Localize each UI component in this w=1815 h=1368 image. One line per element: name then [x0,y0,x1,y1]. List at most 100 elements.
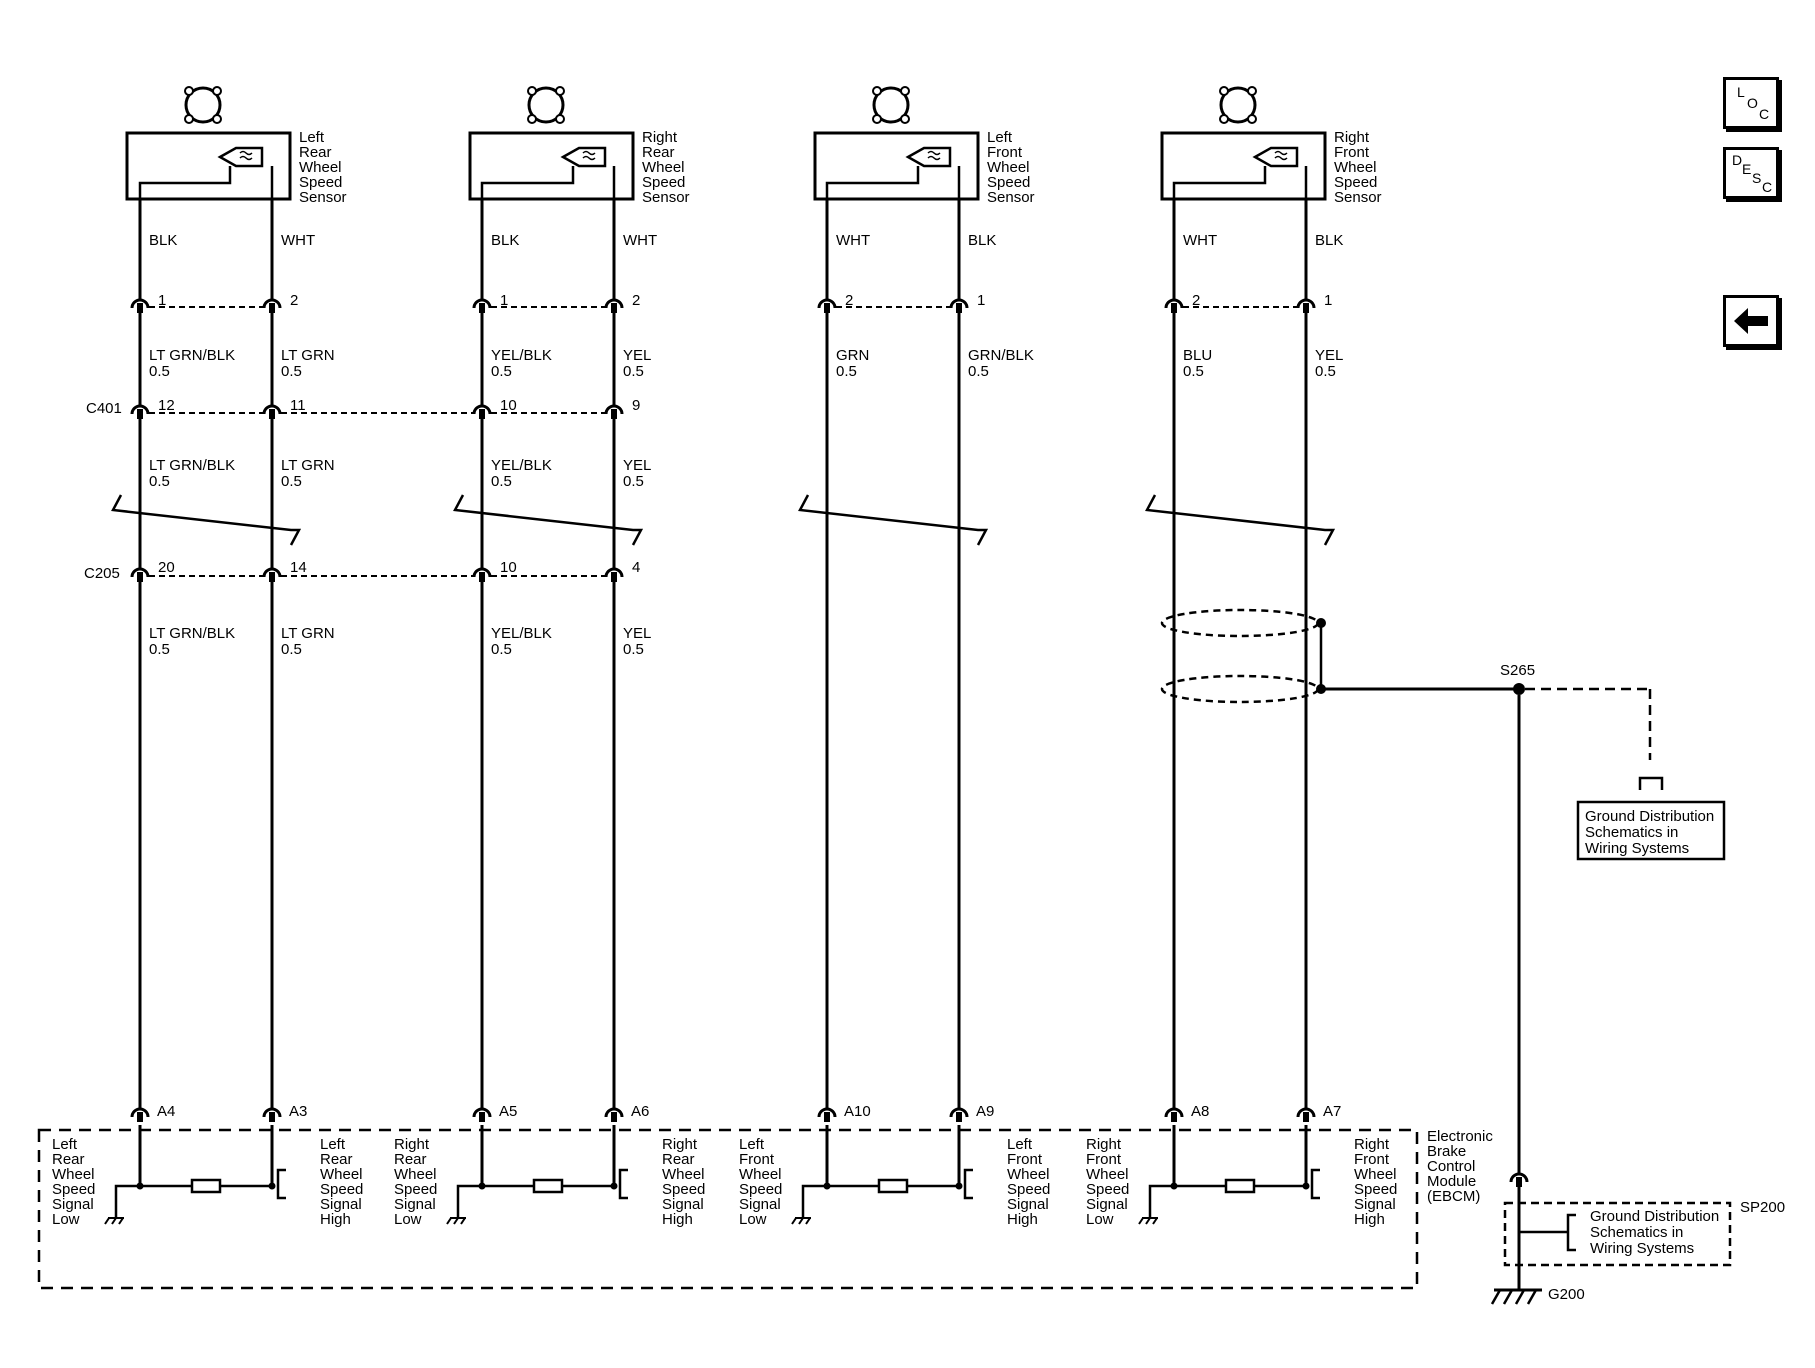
chassis-ground-icon [104,1217,124,1225]
connector-terminal [472,1107,492,1118]
wire-color: GRN [836,347,869,364]
wire-color: YEL [623,625,651,642]
connector-pin [269,572,275,582]
sensor-name: Rear [299,144,332,161]
chassis-ground-icon [446,1217,466,1225]
wire-color: BLU [1183,347,1212,364]
connector-terminal [1164,1107,1184,1118]
signal-high-label: Speed [320,1181,363,1198]
sensor-wheel-icon [872,86,910,124]
connector-terminal [472,567,492,578]
connector-terminal [472,404,492,415]
wire-break-symbol [798,494,989,546]
chassis-ground-icon [1138,1217,1158,1225]
wire-color: LT GRN [281,625,335,642]
wire-break-symbol [111,494,302,546]
wire-color: LT GRN [281,347,335,364]
signal-high-label: Speed [1354,1181,1397,1198]
connector-terminal [1509,1172,1529,1183]
signal-low-label: Left [52,1136,78,1153]
ebcm-name: Module [1427,1173,1476,1190]
node-dot [955,1182,963,1190]
desc-letter-e: E [1742,161,1752,177]
sensor-element [560,146,607,168]
wire-size: 0.5 [491,641,512,658]
connector-terminal [1164,298,1184,309]
signal-high-label: Signal [1354,1196,1396,1213]
ebcm-name: Brake [1427,1143,1466,1160]
loc-letter-o: O [1747,95,1758,111]
signal-high-label: Left [320,1136,346,1153]
connector-terminal [604,404,624,415]
connector-terminal [130,1107,150,1118]
signal-high-label: Signal [662,1196,704,1213]
sensor-name: Left [299,129,325,146]
signal-low-label: Speed [52,1181,95,1198]
shield-ellipse [1160,674,1320,704]
connector-pin [1303,1112,1309,1122]
sensor-name: Sensor [299,189,347,206]
wire-color: WHT [836,232,870,249]
wire-color: BLK [491,232,519,249]
wire-size: 0.5 [149,363,170,380]
pin-number: 12 [158,397,175,414]
sp200-text: Schematics in [1590,1224,1683,1241]
wire-color: LT GRN/BLK [149,347,235,364]
sensor-wheel-stud [1247,114,1257,124]
sensor-name: Sensor [987,189,1035,206]
connector-terminal [1296,298,1316,309]
sensor-wheel-stud [900,114,910,124]
wire-size: 0.5 [836,363,857,380]
wire-color: WHT [281,232,315,249]
sensor-name: Speed [987,174,1030,191]
wire-color: YEL/BLK [491,457,552,474]
pin-number: 1 [977,292,985,309]
loc-letter-c: C [1759,106,1770,122]
sensor-wheel-stud [872,114,882,124]
loc-button[interactable]: L O C [1723,77,1779,129]
signal-low-label: Signal [739,1196,781,1213]
pin-number: 4 [632,559,640,576]
sensor-wheel-stud [212,86,222,96]
connector-terminal [262,1107,282,1118]
pin-number: 1 [158,292,166,309]
sensor-name: Sensor [1334,189,1382,206]
connector-pin [824,1112,830,1122]
connector-pin [479,1112,485,1122]
sp200-bracket [1566,1213,1576,1252]
connector-terminal [604,1107,624,1118]
sensor-element [1252,146,1299,168]
resistor-icon [532,1178,564,1194]
connector-terminal [130,567,150,578]
signal-low-label: Signal [394,1196,436,1213]
wire-color: LT GRN/BLK [149,457,235,474]
wire-break-symbol [1145,494,1336,546]
wire-size: 0.5 [281,473,302,490]
signal-high-label: Wheel [320,1166,363,1183]
wire-size: 0.5 [281,363,302,380]
desc-letter-d: D [1732,152,1743,168]
sensor-name: Speed [299,174,342,191]
shield-ellipse [1160,608,1320,638]
pin-number: 2 [632,292,640,309]
wire-size: 0.5 [281,641,302,658]
pin-number: 2 [845,292,853,309]
back-button[interactable] [1723,295,1779,347]
ebcm-pin-label: A7 [1323,1103,1341,1120]
desc-button[interactable]: D E S C [1723,147,1779,199]
ebcm-name: Electronic [1427,1128,1493,1145]
splice-label: S265 [1500,662,1535,679]
desc-letter-s: S [1752,170,1762,186]
ebcm-box [37,1128,1419,1290]
signal-high-label: Front [1354,1151,1390,1168]
sp200-label: SP200 [1740,1199,1785,1216]
signal-high-label: Speed [1007,1181,1050,1198]
connector-terminal [604,298,624,309]
signal-low-label: Wheel [1086,1166,1129,1183]
ground-ref-text: Ground Distribution [1585,808,1714,825]
sensor-name: Sensor [642,189,690,206]
loc-letter-l: L [1737,84,1745,100]
connector-terminal [604,567,624,578]
connector-label: C205 [84,565,120,582]
